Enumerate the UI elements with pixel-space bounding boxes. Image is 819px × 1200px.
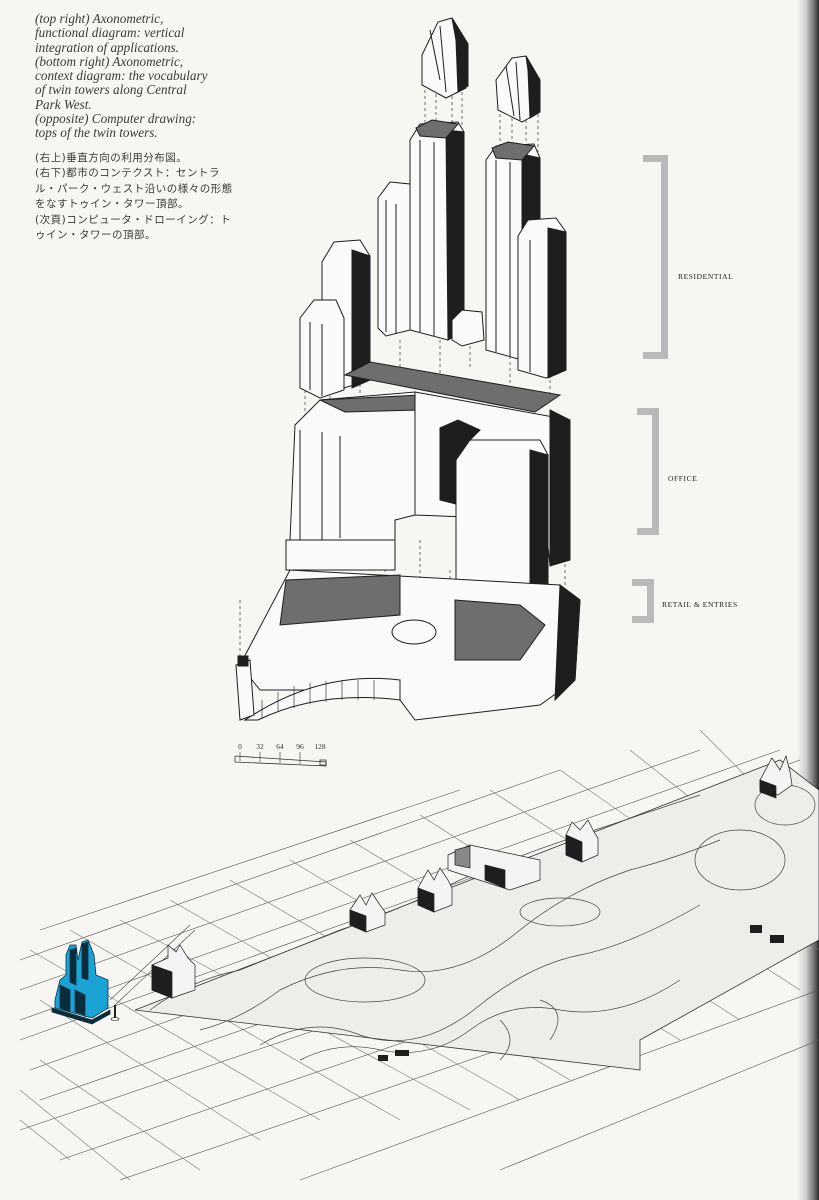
building-2 [349, 892, 386, 933]
residential-label: RESIDENTIAL [678, 272, 734, 281]
caption-line: (top right) Axonometric, [35, 11, 164, 26]
scale-tick: 64 [276, 742, 284, 751]
caption-line: context diagram: the vocabulary [35, 68, 208, 84]
retail-bracket [632, 579, 654, 623]
scale-tick: 128 [314, 742, 326, 751]
caption-english: (top right) Axonometric, functional diag… [35, 11, 265, 141]
office-block [285, 391, 571, 606]
scale-tick: 0 [238, 742, 242, 751]
building-1 [151, 944, 196, 999]
retail-entries-label: RETAIL & ENTRIES [662, 600, 738, 609]
scale-bar-graphic [234, 752, 327, 767]
caption-line: of twin towers along Central [35, 82, 187, 98]
residential-bracket [643, 155, 668, 359]
caption-line: tops of the twin towers. [35, 125, 158, 141]
tower-group [235, 17, 581, 721]
residential-floorplate [343, 361, 562, 413]
left-tall-tower [409, 119, 465, 341]
building-6 [759, 754, 793, 799]
caption-line: ゥイン・タワーの頂部。 [35, 229, 156, 242]
caption-line: (opposite) Computer drawing: [35, 111, 197, 127]
left-tower-crown [421, 17, 469, 99]
park-pavilions [378, 925, 784, 1061]
scale-tick: 96 [296, 742, 304, 751]
caption-japanese: (右上)垂直方向の利用分布図。 (右下)都市のコンテクスト：セントラ ル・パーク… [35, 151, 265, 244]
building-4 [447, 844, 541, 891]
building-5 [565, 819, 599, 863]
office-bracket [637, 408, 659, 535]
connector-block [451, 309, 485, 347]
caption-line: integration of applications. [35, 39, 179, 55]
caption-line: をなすトゥイン・タワー頂部。 [35, 198, 189, 211]
figure-caption: (top right) Axonometric, functional diag… [35, 11, 265, 244]
caption-line: (右下)都市のコンテクスト：セントラ [35, 167, 220, 180]
office-label: OFFICE [668, 474, 698, 483]
right-mid-tower [517, 217, 567, 379]
cpw-buildings [151, 754, 793, 999]
highlighted-twin-towers [51, 939, 111, 1025]
retail-podium [235, 569, 581, 721]
caption-line: (次頁)コンピュータ・ドローイング：ト [35, 213, 232, 226]
caption-line: (右上)垂直方向の利用分布図。 [35, 151, 188, 164]
building-3 [417, 867, 453, 913]
scale-bar: 0 32 64 96 128 [232, 742, 332, 772]
caption-line: Park West. [35, 96, 92, 112]
caption-line: ル・パーク・ウェスト沿いの様々の形態 [35, 182, 233, 195]
right-tower-crown [495, 55, 541, 123]
left-short-tower [299, 239, 371, 399]
caption-line: (bottom right) Axonometric, [35, 53, 184, 69]
pedestrian-figure [110, 1005, 120, 1021]
caption-line: functional diagram: vertical [35, 25, 185, 41]
scale-tick: 32 [256, 742, 264, 751]
central-park [134, 759, 819, 1071]
left-mid-tower [377, 181, 411, 337]
